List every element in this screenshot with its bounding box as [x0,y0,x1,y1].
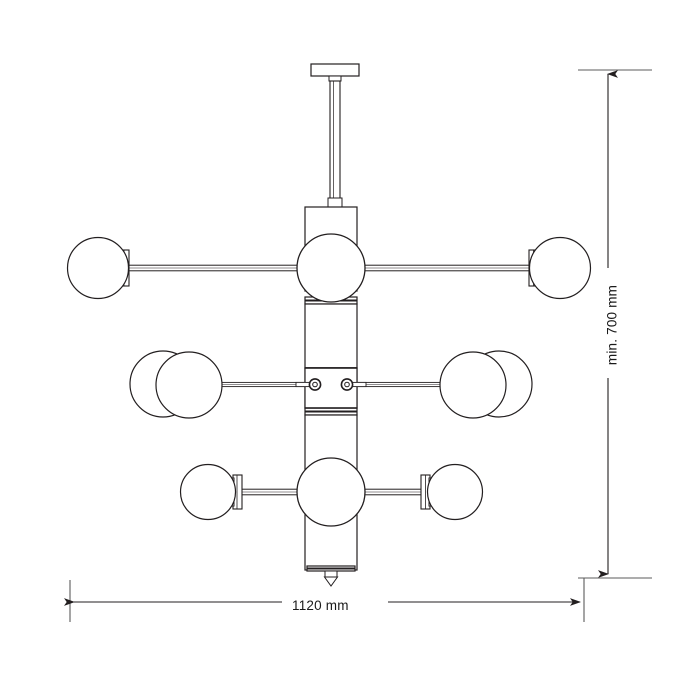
suspension-rod [327,80,343,208]
hub-sphere-lower [296,457,366,527]
lower-tier [179,457,484,527]
globe-lower-left [179,463,237,521]
dimension-annotations [69,69,652,622]
upper-left-arm [127,264,309,272]
fixture-geometry [66,63,592,587]
globe-upper-right [528,236,592,300]
globe-lower-right [426,463,484,521]
globe-upper-left [66,236,130,300]
ceiling-canopy [310,63,360,82]
bottom-finial [306,565,356,587]
dimension-arrows [64,70,618,606]
globe-middle-right-front [439,351,507,419]
width-dimension-label: 1120 mm [287,598,354,613]
globe-middle-left-front [155,351,223,419]
height-dimension-label: min. 700 mm [604,279,620,371]
middle-socket-right [340,378,354,391]
middle-tier [129,350,533,419]
middle-socket-left [308,378,322,391]
upper-right-arm [353,264,531,272]
hub-sphere-upper [296,233,366,303]
upper-tier [66,233,592,303]
